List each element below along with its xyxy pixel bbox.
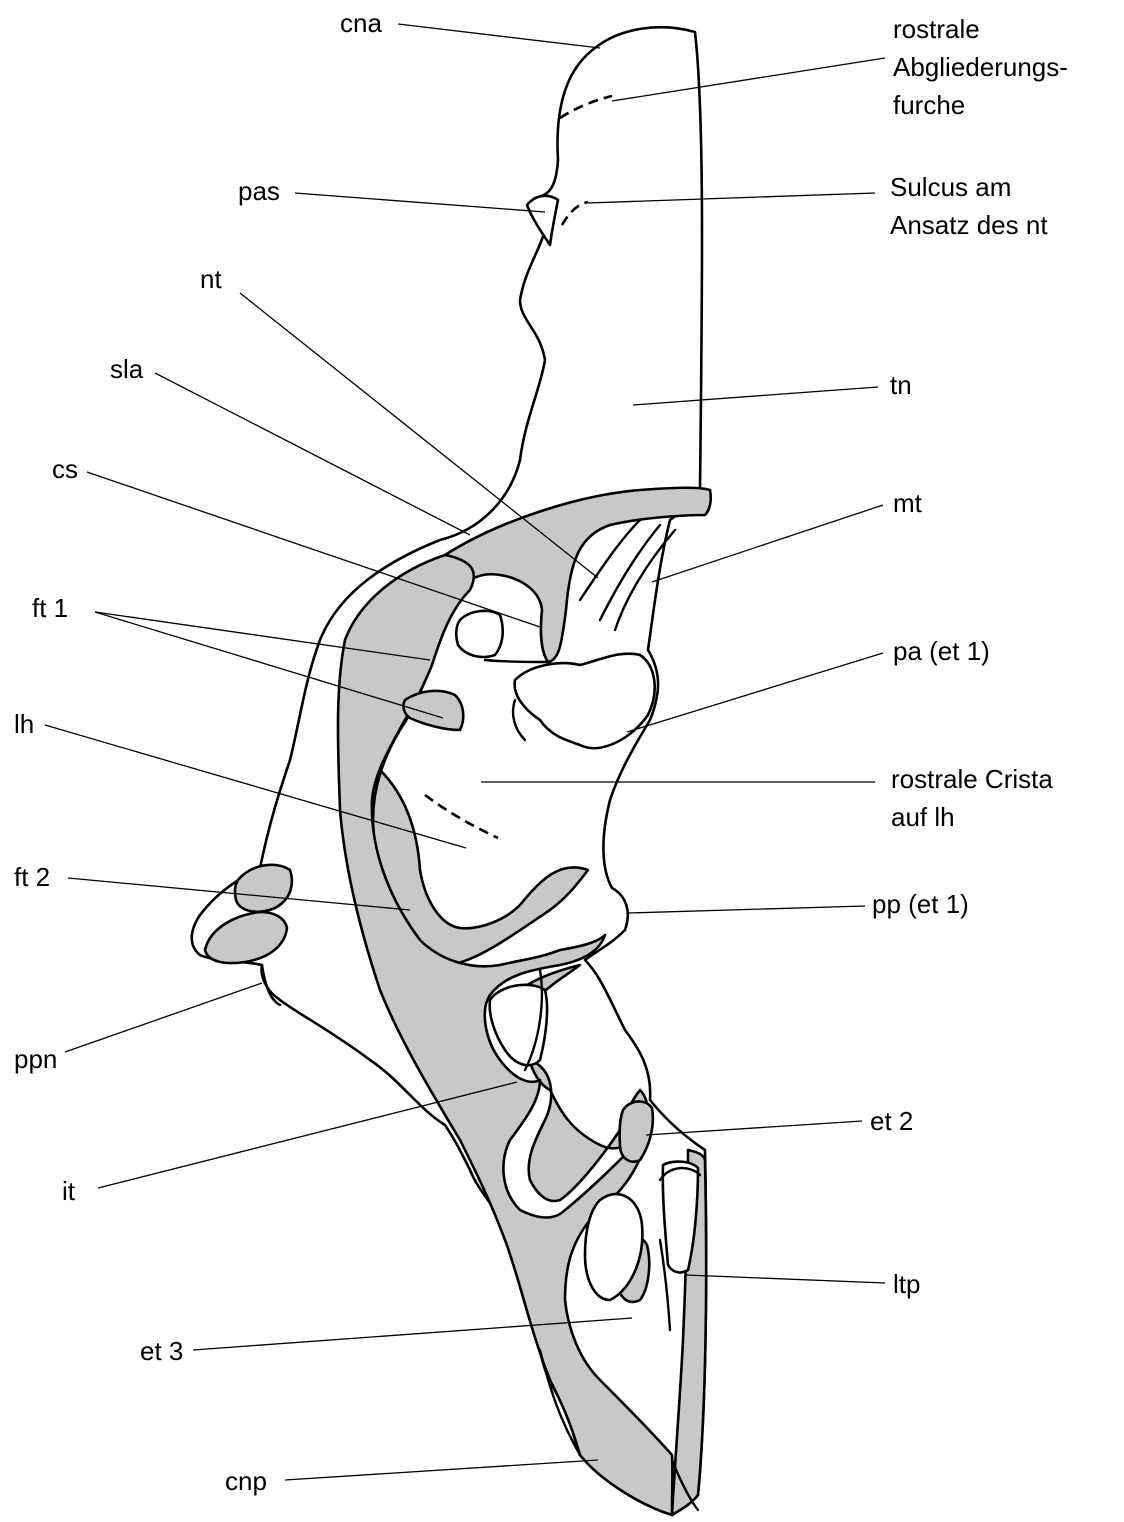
- label-mt: mt: [893, 488, 923, 518]
- label-pa: pa (et 1): [893, 636, 990, 666]
- label-rostrale-abgliederungsfurche-2: Abgliederungs-: [893, 52, 1068, 82]
- label-pp: pp (et 1): [872, 889, 969, 919]
- label-cs: cs: [52, 454, 78, 484]
- label-pas: pas: [238, 176, 280, 206]
- label-lh: lh: [14, 709, 34, 739]
- label-ft2: ft 2: [14, 862, 50, 892]
- label-cnp: cnp: [225, 1466, 267, 1496]
- label-it: it: [62, 1176, 76, 1206]
- label-ft1: ft 1: [32, 593, 68, 623]
- label-rostrale-abgliederungsfurche-3: furche: [893, 90, 965, 120]
- label-et2: et 2: [870, 1106, 913, 1136]
- label-sulcus-1: Sulcus am: [890, 172, 1011, 202]
- label-sulcus-2: Ansatz des nt: [890, 210, 1048, 240]
- label-cna: cna: [340, 8, 382, 38]
- label-sla: sla: [110, 354, 144, 384]
- label-tn: tn: [890, 370, 912, 400]
- label-rostrale-abgliederungsfurche-1: rostrale: [893, 14, 980, 44]
- label-rostrale-crista-2: auf lh: [891, 802, 955, 832]
- label-ltp: ltp: [893, 1269, 920, 1299]
- label-ppn: ppn: [14, 1044, 57, 1074]
- label-nt: nt: [200, 264, 222, 294]
- cavity-upper: [456, 611, 502, 657]
- label-et3: et 3: [140, 1336, 183, 1366]
- label-rostrale-crista-1: rostrale Crista: [891, 764, 1053, 794]
